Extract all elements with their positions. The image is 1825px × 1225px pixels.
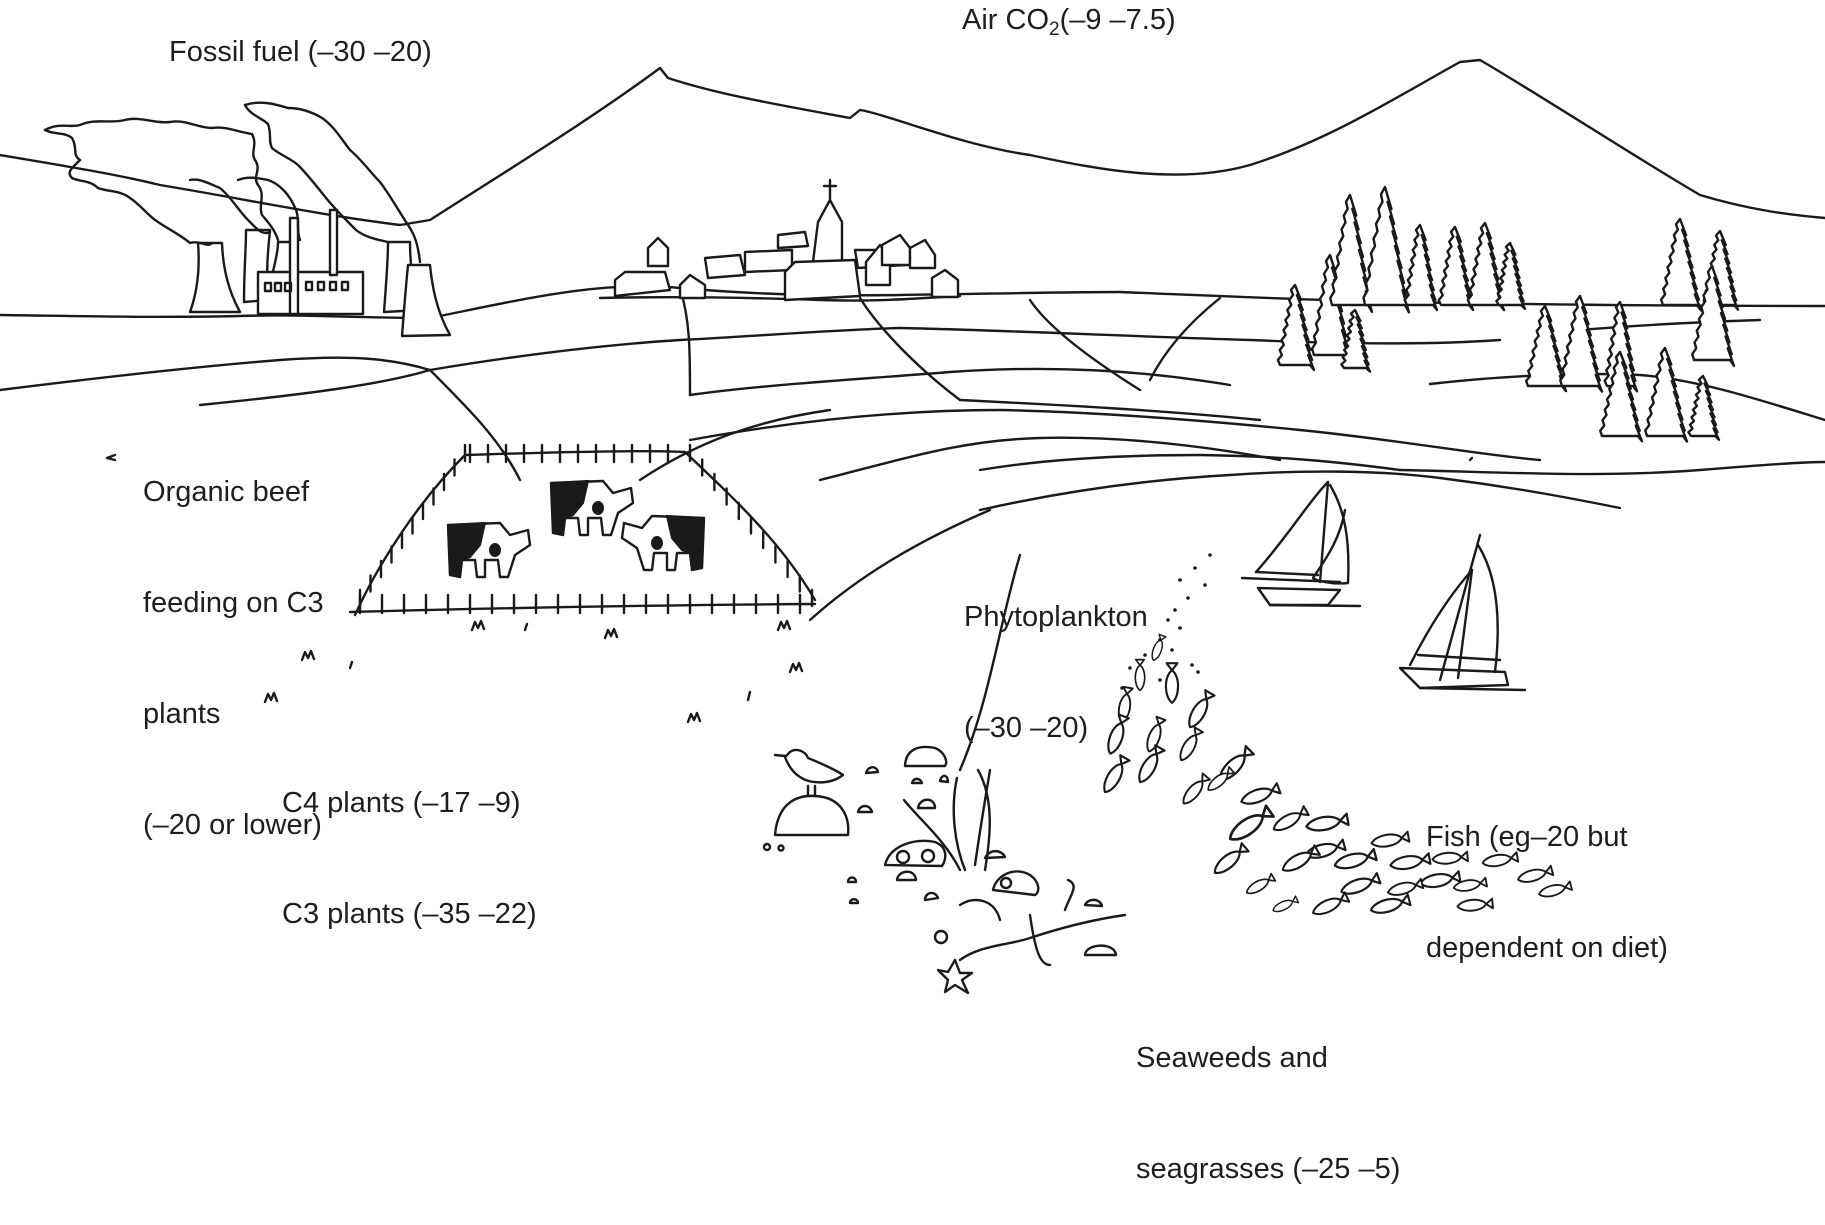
fish-icon — [1240, 782, 1282, 805]
conifer-tree — [1362, 185, 1411, 314]
plankton-dot — [1170, 648, 1174, 652]
conifer-tree — [1329, 193, 1374, 314]
conifer-tree — [1466, 221, 1506, 312]
fish-icon — [1272, 895, 1300, 913]
conifer-tree — [1340, 308, 1372, 373]
conifer-tree — [1437, 225, 1475, 312]
fish-icon — [1107, 713, 1130, 755]
plankton-dot — [1193, 566, 1197, 570]
plankton-dot — [1208, 553, 1212, 557]
fish-icon — [1245, 872, 1277, 895]
fish-icon — [1138, 744, 1166, 784]
power-station — [188, 208, 452, 338]
fish-icon — [1228, 804, 1275, 841]
plankton-dot — [1166, 618, 1170, 622]
fish-icon — [1419, 870, 1462, 889]
fish-icon — [1164, 662, 1180, 704]
seaweeds-label: Seaweeds and seagrasses (–25 –5) — [1136, 1042, 1401, 1185]
plankton-dot — [1196, 670, 1200, 674]
fish-icon — [1188, 689, 1216, 729]
plankton-dot — [1190, 663, 1194, 667]
fish-icon — [1387, 877, 1425, 896]
plankton-dot — [1178, 578, 1182, 582]
fish-icon — [1134, 658, 1146, 692]
fish-icon — [1305, 812, 1350, 832]
grass-tufts — [105, 453, 804, 724]
smoke-plumes — [43, 101, 422, 264]
fish-icon — [1340, 872, 1382, 895]
field-boundaries — [0, 286, 1825, 622]
cow — [549, 479, 635, 537]
phytoplankton-label: Phytoplankton (–30 –20) — [964, 601, 1148, 744]
air-co2-label: Air CO2(–9 –7.5) — [962, 4, 1176, 40]
cattle-pasture — [348, 443, 817, 617]
conifer-tree — [1495, 241, 1527, 311]
fish-icon — [1312, 891, 1351, 916]
bird-on-rock — [773, 748, 850, 837]
conifer-tree — [1403, 223, 1439, 312]
fence — [358, 443, 814, 615]
seaweeds — [883, 553, 1127, 995]
fish-label: Fish (eg–20 but dependent on diet) — [1426, 821, 1668, 964]
fish-icon — [1182, 772, 1211, 805]
sailboat — [1398, 533, 1527, 692]
forest — [1276, 185, 1740, 443]
fish-icon — [1151, 633, 1167, 662]
organic-beef-label: Organic beef feeding on C3 plants (–20 o… — [143, 476, 324, 841]
pointer-lines — [1468, 456, 1474, 462]
village — [598, 178, 962, 302]
plankton-dot — [1178, 626, 1182, 630]
conifer-tree — [1276, 283, 1316, 372]
factory-windows — [263, 280, 350, 293]
fish-icon — [1213, 842, 1250, 874]
fish-icon — [1207, 766, 1236, 791]
fish-icon — [1370, 830, 1411, 848]
conifer-tree — [1559, 294, 1604, 393]
fish-icon — [1103, 754, 1131, 794]
fish-icon — [1369, 893, 1412, 914]
conifer-tree — [1599, 350, 1644, 443]
plankton-dot — [1158, 678, 1162, 682]
plankton-dot — [1143, 653, 1147, 657]
plants-label: C4 plants (–17 –9) C3 plants (–35 –22) — [282, 787, 537, 930]
cow — [620, 514, 706, 572]
cow — [446, 521, 532, 579]
conifer-tree — [1310, 253, 1352, 363]
fish-icon — [1333, 847, 1378, 870]
conifer-tree — [1687, 374, 1721, 441]
plankton-dot — [1173, 608, 1177, 612]
fish-icon — [1272, 805, 1310, 832]
fish-icon — [1452, 876, 1488, 892]
conifer-tree — [1524, 304, 1568, 393]
fossil-fuel-label: Fossil fuel (–30 –20) — [169, 36, 432, 68]
conifer-tree — [1603, 300, 1639, 393]
fish-icon — [1281, 844, 1321, 872]
fish-icon — [1481, 851, 1520, 868]
landscape-illustration — [0, 58, 1825, 995]
fish-icon — [1538, 880, 1574, 898]
conifer-tree — [1644, 346, 1689, 443]
sailboat — [1240, 480, 1362, 608]
fish-icon — [1179, 726, 1204, 762]
conifer-tree — [1659, 217, 1703, 312]
fish-shoal — [1103, 633, 1574, 916]
fish-icon — [1431, 850, 1469, 865]
plankton-dot — [1186, 596, 1190, 600]
conifer-tree — [1691, 264, 1736, 368]
plankton-dot — [1128, 666, 1132, 670]
plankton-dot — [1203, 583, 1207, 587]
fish-icon — [1456, 897, 1494, 912]
fish-icon — [1389, 852, 1432, 871]
fish-icon — [1517, 864, 1555, 883]
